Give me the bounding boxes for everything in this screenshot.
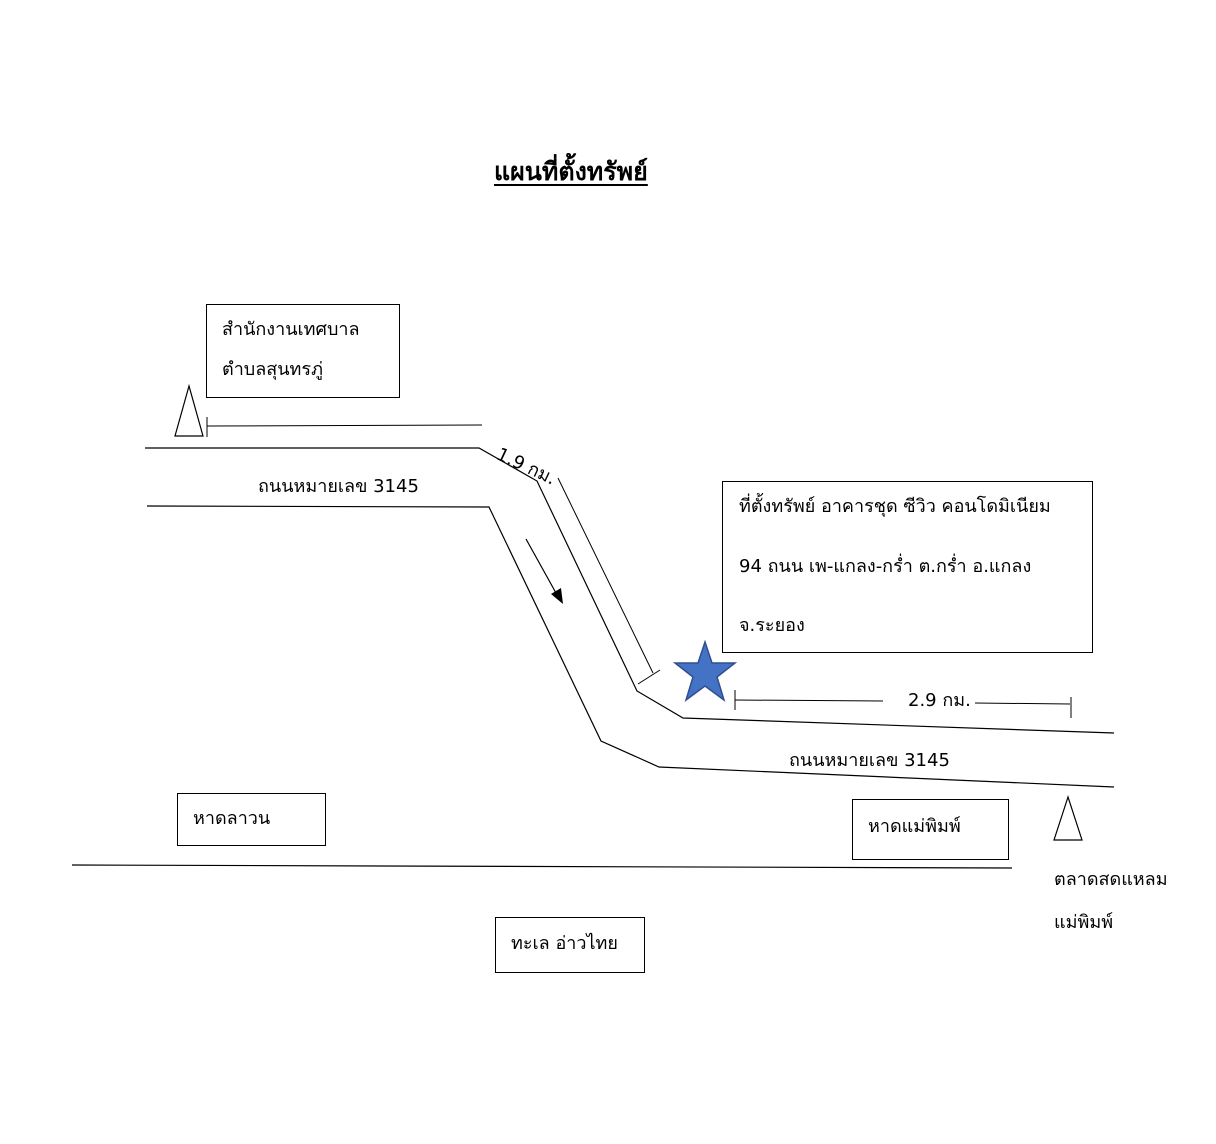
distance-tick-bottom [637, 669, 661, 685]
sea-label: ทะเล อ่าวไทย [511, 933, 618, 954]
distance-line-right-a [734, 699, 884, 702]
municipal-office-box: สำนักงานเทศบาล ตำบลสุนทรภู่ [206, 304, 400, 398]
property-star-icon [672, 639, 738, 702]
municipal-office-line2: ตำบลสุนทรภู่ [222, 358, 323, 380]
property-line3: จ.ระยอง [739, 615, 805, 637]
distance-line-diagonal [557, 477, 654, 674]
property-line1: ที่ตั้งทรัพย์ อาคารชุด ซีวิว คอนโดมิเนีย… [739, 496, 1051, 517]
road-label-lower: ถนนหมายเลข 3145 [789, 750, 950, 771]
market-label-line1: ตลาดสดแหลม [1054, 869, 1168, 890]
road-label-upper: ถนนหมายเลข 3145 [258, 476, 419, 497]
market-label-line2: แม่พิมพ์ [1054, 912, 1114, 933]
landmark-triangle-icon [174, 383, 204, 437]
beach-left-label: หาดลาวน [193, 808, 271, 829]
property-box: ที่ตั้งทรัพย์ อาคารชุด ซีวิว คอนโดมิเนีย… [722, 481, 1093, 653]
property-line2: 94 ถนน เพ-แกลง-กร่ำ ต.กร่ำ อ.แกลง [739, 555, 1032, 577]
beach-left-box: หาดลาวน [177, 793, 326, 846]
beach-right-box: หาดแม่พิมพ์ [852, 799, 1009, 860]
distance-line-top [206, 424, 483, 427]
beach-right-label: หาดแม่พิมพ์ [868, 816, 961, 837]
sea-box: ทะเล อ่าวไทย [495, 917, 645, 973]
distance-label-right: 2.9 กม. [908, 690, 971, 711]
landmark-triangle-icon [1053, 795, 1083, 841]
road-edge-lower [146, 505, 1115, 788]
municipal-office-line1: สำนักงานเทศบาล [222, 319, 360, 340]
coastline [71, 864, 1013, 869]
distance-line-right-b [974, 702, 1071, 705]
direction-arrow-icon [525, 538, 563, 604]
road-edge-upper [145, 447, 1115, 734]
map-title: แผนที่ตั้งทรัพย์ [494, 157, 648, 186]
